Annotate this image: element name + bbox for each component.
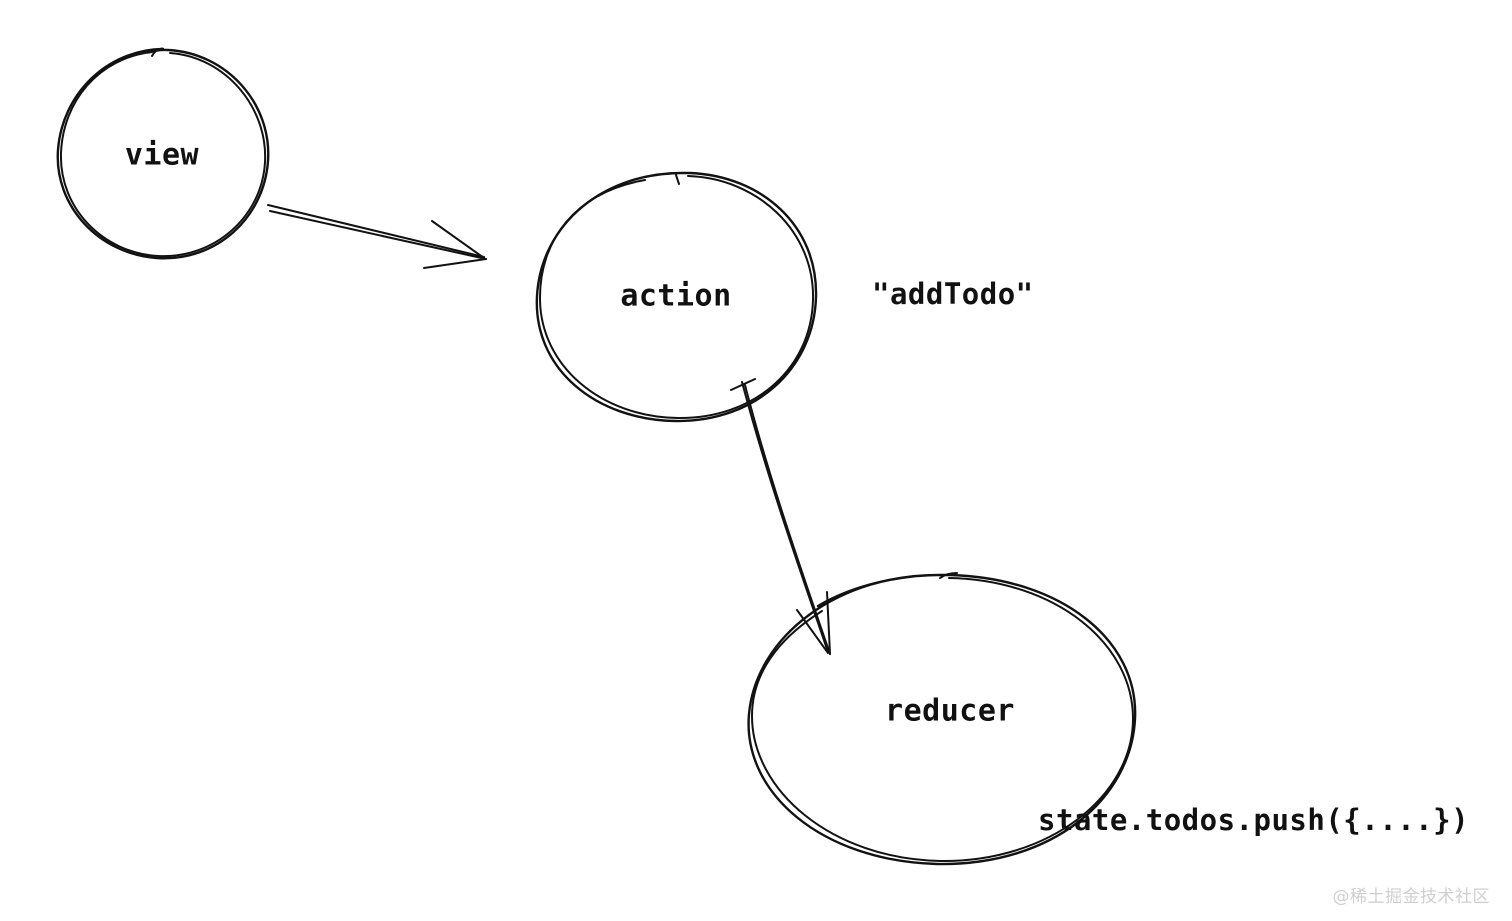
node-label-view: view [124, 137, 200, 173]
node-shape-reducer [747, 572, 1137, 866]
node-shape-action [535, 171, 818, 423]
node-shape-view [56, 47, 270, 260]
edge-action-to-reducer [730, 378, 831, 655]
annotation-action-name: "addTodo" [872, 277, 1034, 311]
node-label-action: action [620, 278, 732, 314]
node-label-reducer: reducer [885, 693, 1015, 729]
edge-view-to-action [267, 204, 487, 269]
watermark-text: @稀土掘金技术社区 [1332, 887, 1490, 907]
annotation-reducer-code: state.todos.push({....}) [1038, 803, 1470, 837]
